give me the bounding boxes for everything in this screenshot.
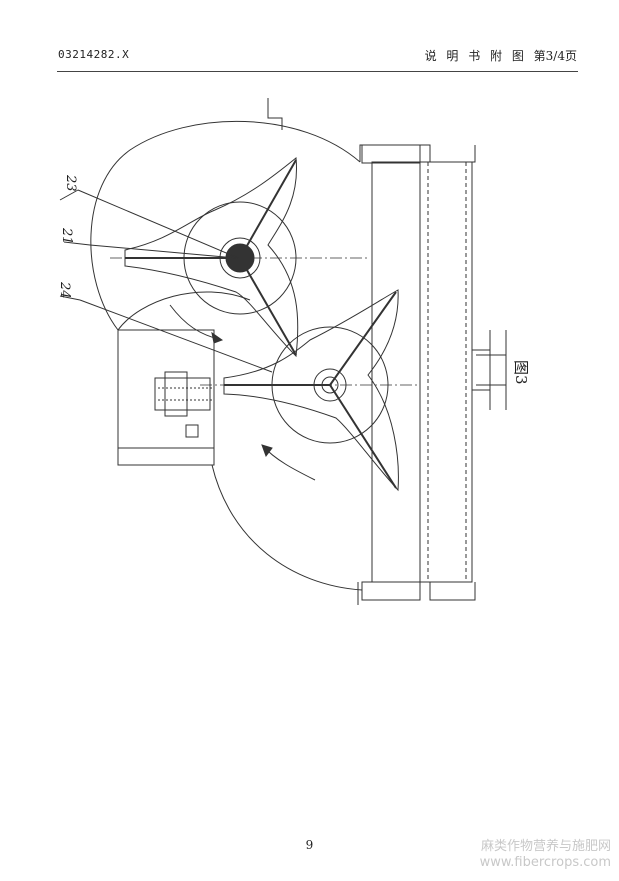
callout-21: 21: [59, 228, 74, 245]
section-title: 说 明 书 附 图: [424, 49, 524, 63]
upper-rotor-blades: [124, 157, 299, 358]
page-indicator: 第3/4页: [533, 49, 577, 63]
watermark: 麻类作物营养与施肥网 www.fibercrops.com: [480, 839, 611, 871]
callout-23: 23: [63, 175, 78, 192]
bottom-flange: [361, 581, 421, 601]
figure-label: 图3: [512, 360, 530, 385]
top-flange: [361, 144, 421, 164]
header-title: 说 明 书 附 图 第3/4页: [425, 47, 577, 64]
motor-housing: [117, 329, 215, 466]
watermark-line-1: 麻类作物营养与施肥网: [480, 839, 611, 854]
document-number: 03214282.X: [58, 48, 130, 61]
leader-24: [79, 299, 273, 373]
inner-casing-arc: [117, 291, 251, 331]
top-bracket: [267, 98, 283, 130]
leader-21: [89, 244, 237, 259]
side-support: [472, 330, 491, 410]
header-rule: [57, 71, 578, 72]
lower-rotor-blades: [223, 289, 399, 492]
watermark-line-2: www.fibercrops.com: [479, 855, 611, 870]
leader-23: [77, 189, 239, 259]
page-number: 9: [305, 838, 314, 852]
callout-24: 24: [57, 282, 72, 299]
upper-casing-arc: [90, 120, 361, 331]
lower-casing-arc: [211, 464, 363, 591]
